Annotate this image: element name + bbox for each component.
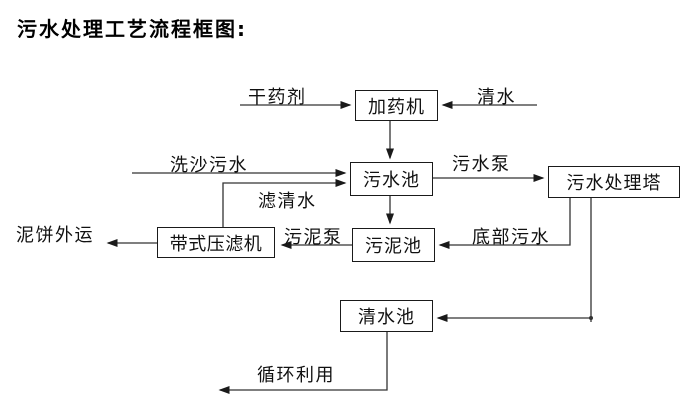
flow-label-recycle-use: 循环利用	[257, 365, 335, 386]
arrow-clean-water-pool-to-recycle	[218, 332, 388, 394]
flow-label-bottom-sewage: 底部污水	[472, 227, 550, 248]
flow-label-mud-cake-out: 泥饼外运	[16, 225, 94, 246]
flow-label-sand-washing-sewage: 洗沙污水	[170, 155, 248, 176]
flow-label-sludge-pump: 污泥泵	[284, 227, 343, 248]
node-belt-filter-press: 带式压滤机	[157, 227, 275, 258]
flow-label-clean-water-in: 清水	[477, 87, 516, 108]
node-sludge-pool: 污泥池	[352, 228, 435, 262]
node-dosing-machine: 加药机	[355, 90, 438, 121]
node-belt-filter-press-label: 带式压滤机	[169, 233, 263, 255]
node-clean-water-pool-label: 清水池	[358, 307, 415, 328]
node-sludge-pool-label: 污泥池	[365, 236, 422, 257]
page-title: 污水处理工艺流程框图:	[17, 17, 247, 41]
node-sewage-pool: 污水池	[350, 162, 433, 196]
node-dosing-machine-label: 加药机	[368, 96, 425, 118]
line-junction-dot	[589, 316, 593, 320]
node-sewage-pool-label: 污水池	[363, 170, 420, 191]
arrow-tower-bottom-sewage-to-sludge-pool	[438, 198, 571, 249]
node-clean-water-pool: 清水池	[340, 300, 433, 332]
node-treatment-tower-label: 污水处理塔	[566, 173, 662, 194]
flow-label-dry-agent: 干药剂	[248, 87, 307, 108]
flow-label-filtered-water: 滤清水	[258, 191, 317, 212]
arrow-filtered-water-press-to-sewage-pool	[222, 179, 347, 227]
node-treatment-tower: 污水处理塔	[548, 166, 680, 198]
flow-label-sewage-pump: 污水泵	[452, 154, 511, 175]
